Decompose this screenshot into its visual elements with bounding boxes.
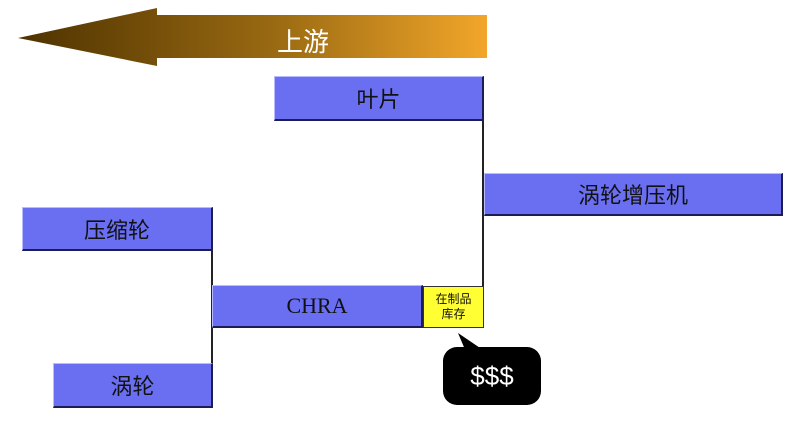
chra-label: CHRA	[286, 293, 348, 318]
compressor-wheel-label: 压缩轮	[83, 218, 150, 244]
compressor-wheel-box[interactable]: 压缩轮	[22, 207, 213, 251]
turbocharger-box[interactable]: 涡轮增压机	[484, 173, 783, 216]
connector-blade-vertical	[482, 95, 484, 286]
blade-label: 叶片	[356, 88, 401, 113]
turbine-box[interactable]: 涡轮	[53, 363, 213, 408]
cost-callout: $$$	[443, 347, 541, 405]
upstream-label: 上游	[276, 27, 329, 58]
chra-box[interactable]: CHRA	[212, 285, 423, 328]
wip-inventory-label: 在制品库存	[435, 292, 472, 321]
turbocharger-label: 涡轮增压机	[577, 184, 688, 209]
wip-inventory-box[interactable]: 在制品库存	[423, 286, 484, 328]
turbine-label: 涡轮	[110, 375, 155, 400]
cost-callout-text: $$$	[470, 360, 514, 391]
blade-box[interactable]: 叶片	[274, 76, 484, 121]
